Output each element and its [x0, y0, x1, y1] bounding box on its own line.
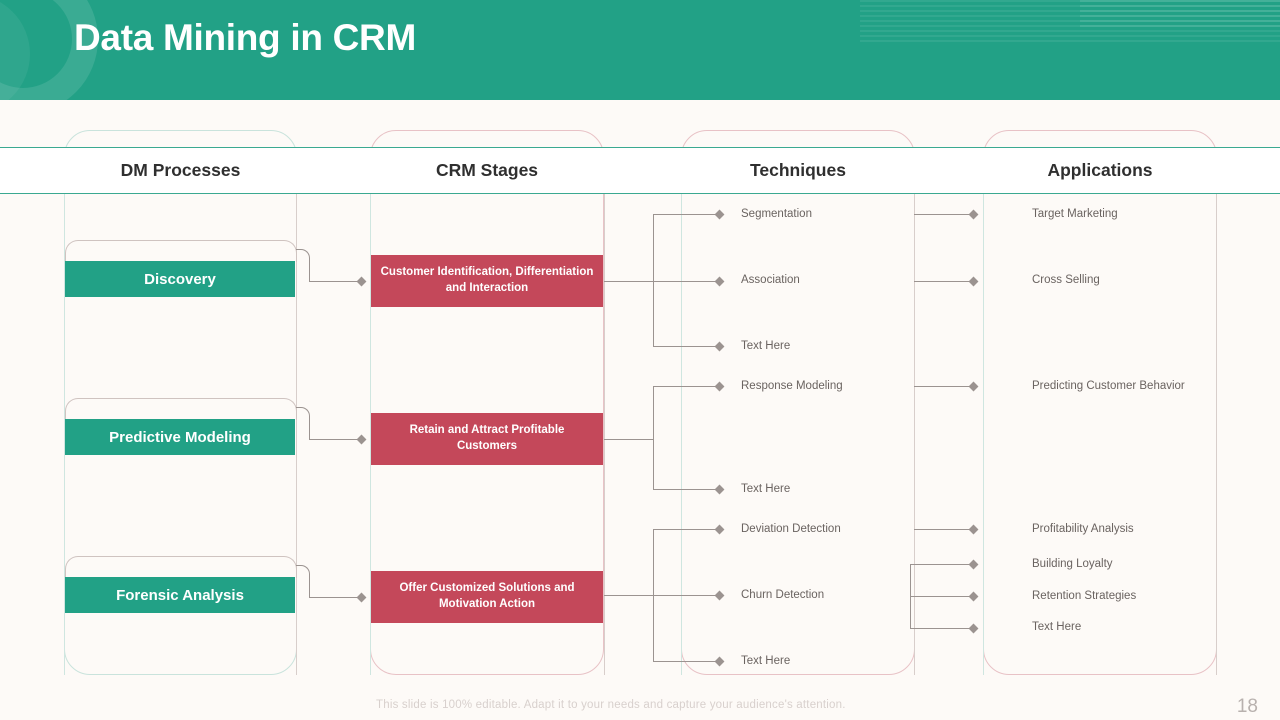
footer-note: This slide is 100% editable. Adapt it to… — [376, 699, 846, 711]
connector-elbow-discovery — [296, 249, 310, 281]
bracket-branch-text-here-2 — [653, 489, 718, 490]
technique-label-association: Association — [741, 274, 800, 286]
bracket-branch-response-modeling — [653, 386, 718, 387]
connector-arrow-predictive — [356, 434, 367, 445]
bracket-stem-techniques-1 — [604, 281, 654, 282]
bracket-branch-building-loyalty — [910, 564, 972, 565]
bracket-spine-techniques-1 — [653, 214, 654, 346]
column-header-dm-processes: DM Processes — [120, 160, 241, 180]
divider-line-6 — [914, 194, 915, 675]
application-label-building-loyalty: Building Loyalty — [1032, 558, 1113, 570]
connector-arrow-cross-selling — [968, 276, 979, 287]
connector-arrow-retention-strategies — [968, 591, 979, 602]
column-header-applications: Applications — [1047, 160, 1153, 180]
connector-line-predictive — [309, 439, 361, 440]
connector-arrow-text-here-4 — [968, 623, 979, 634]
slide-header-banner — [0, 0, 1280, 100]
divider-line-1 — [64, 194, 65, 675]
column-header-band: DM Processes CRM Stages Techniques Appli… — [0, 147, 1280, 194]
column-header-techniques: Techniques — [750, 160, 846, 180]
banner-stripe-pattern — [860, 0, 1280, 44]
bracket-stem-techniques-2 — [604, 439, 654, 440]
connector-line-profitability-analysis — [914, 529, 972, 530]
connector-arrow-target-marketing — [968, 209, 979, 220]
page-number: 18 — [1236, 696, 1258, 717]
application-label-profitability: Profitability Analysis — [1032, 523, 1134, 535]
technique-label-text-here-3: Text Here — [741, 655, 791, 667]
divider-line-3 — [370, 194, 371, 675]
connector-arrow-discovery — [356, 276, 367, 287]
technique-label-churn-detection: Churn Detection — [741, 589, 825, 601]
bracket-branch-text-here-3 — [653, 661, 718, 662]
connector-line-discovery — [309, 281, 361, 282]
application-label-text-here-4: Text Here — [1032, 621, 1082, 633]
bracket-branch-retention-strategies — [910, 596, 972, 597]
divider-line-5 — [681, 194, 682, 675]
divider-line-8 — [1216, 194, 1217, 675]
bracket-branch-deviation-detection — [653, 529, 718, 530]
application-label-retention-strategies: Retention Strategies — [1032, 590, 1137, 602]
technique-label-segmentation: Segmentation — [741, 208, 812, 220]
technique-label-deviation-detection: Deviation Detection — [741, 523, 841, 535]
bracket-stem-techniques-3 — [604, 595, 654, 596]
banner-stripe-pattern-alt — [1080, 0, 1280, 30]
column-header-crm-stages: CRM Stages — [435, 160, 539, 180]
page-title: Data Mining in CRM — [74, 17, 416, 58]
connector-arrow-forensic — [356, 592, 367, 603]
bracket-branch-churn-detection — [653, 595, 718, 596]
process-box-discovery[interactable]: Discovery — [65, 261, 295, 297]
bracket-spine-techniques-2 — [653, 386, 654, 489]
stage-box-customer-identification[interactable]: Customer Identification, Differentiation… — [371, 255, 603, 307]
process-cap-predictive-modeling — [65, 398, 297, 420]
stage-box-offer-customized[interactable]: Offer Customized Solutions and Motivatio… — [371, 571, 603, 623]
connector-arrow-predicting-behavior — [968, 381, 979, 392]
divider-line-4 — [604, 194, 605, 675]
connector-arrow-profitability-analysis — [968, 524, 979, 535]
connector-line-target-marketing — [914, 214, 972, 215]
process-cap-forensic-analysis — [65, 556, 297, 578]
process-box-predictive-modeling[interactable]: Predictive Modeling — [65, 419, 295, 455]
technique-label-response-modeling: Response Modeling — [741, 380, 843, 392]
divider-line-7 — [983, 194, 984, 675]
connector-line-predicting-behavior — [914, 386, 972, 387]
technique-label-text-here-2: Text Here — [741, 483, 791, 495]
bracket-branch-text-here-1 — [653, 346, 718, 347]
connector-line-cross-selling — [914, 281, 972, 282]
connector-line-forensic — [309, 597, 361, 598]
connector-elbow-predictive — [296, 407, 310, 439]
application-label-predicting-behavior: Predicting Customer Behavior — [1032, 380, 1185, 392]
application-label-target-marketing: Target Marketing — [1032, 208, 1118, 220]
bracket-branch-segmentation — [653, 214, 718, 215]
bracket-branch-association — [653, 281, 718, 282]
connector-arrow-building-loyalty — [968, 559, 979, 570]
application-label-cross-selling: Cross Selling — [1032, 274, 1100, 286]
connector-elbow-forensic — [296, 565, 310, 597]
process-cap-discovery — [65, 240, 297, 262]
process-box-forensic-analysis[interactable]: Forensic Analysis — [65, 577, 295, 613]
technique-label-text-here-1: Text Here — [741, 340, 791, 352]
stage-box-retain-attract[interactable]: Retain and Attract Profitable Customers — [371, 413, 603, 465]
bracket-branch-text-here-4 — [910, 628, 972, 629]
